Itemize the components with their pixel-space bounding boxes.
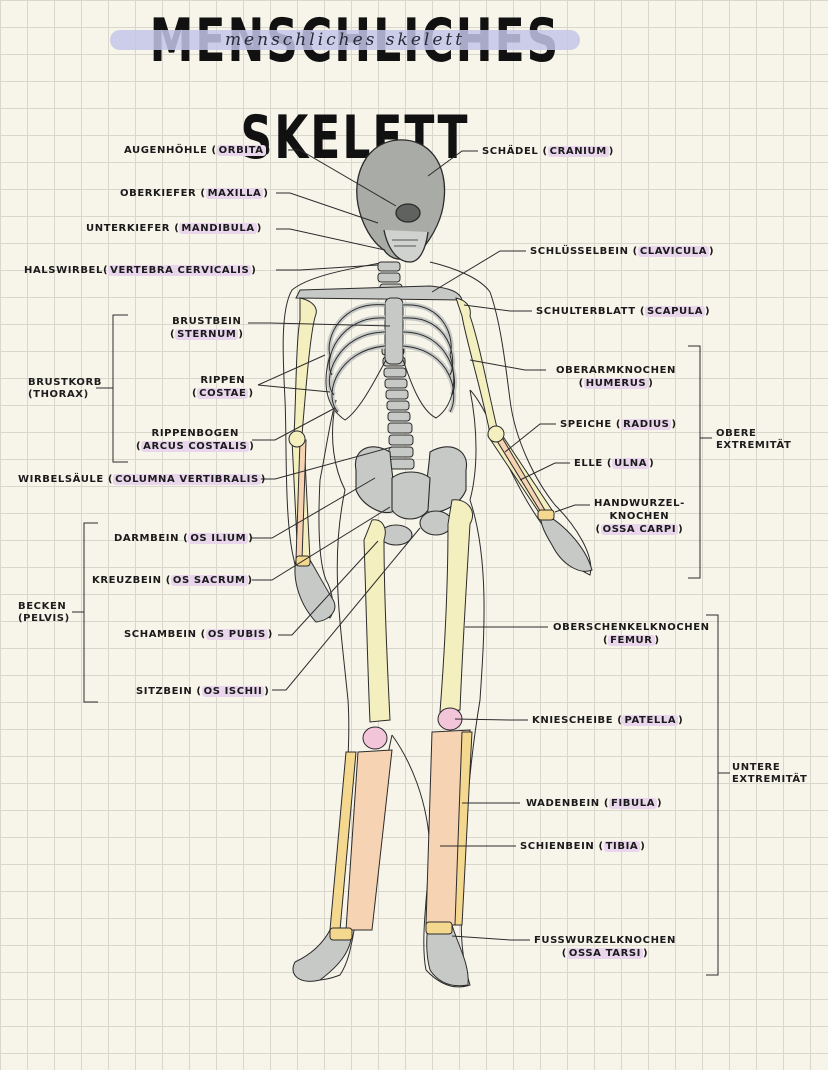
label-fibula: WADENBEIN (FIBULA): [526, 798, 663, 809]
label-tibia: SCHIENBEIN (TIBIA): [520, 841, 646, 852]
label-ischii: SITZBEIN (OS ISCHII): [136, 686, 270, 697]
group-brackets: [72, 314, 730, 976]
label-radius: SPEICHE (RADIUS): [560, 419, 677, 430]
label-carpi: HANDWURZEL-KNOCHEN(OSSA CARPI): [594, 498, 685, 535]
group-pelvis: BECKEN(PELVIS): [18, 601, 70, 624]
legs: [292, 499, 474, 987]
label-tarsi: FUSSWURZELKNOCHEN(OSSA TARSI): [534, 935, 676, 959]
orbita-shape: [395, 203, 421, 223]
rib-cage: [295, 285, 463, 421]
label-columna: WIRBELSÄULE (COLUMNA VERTIBRALIS): [18, 474, 266, 485]
label-ulna: ELLE (ULNA): [574, 458, 655, 469]
skull: [356, 139, 446, 263]
label-arcus: RIPPENBOGEN(ARCUS COSTALIS): [136, 428, 255, 452]
spine: [377, 261, 415, 470]
arms: [288, 297, 593, 623]
label-humerus: OBERARMKNOCHEN(HUMERUS): [556, 365, 676, 389]
label-clavicula: SCHLÜSSELBEIN (CLAVICULA): [530, 246, 715, 257]
page-subtitle: menschliches skelett: [110, 30, 580, 50]
label-costae: RIPPEN(COSTAE): [192, 375, 254, 399]
label-orbita: AUGENHÖHLE (ORBITA): [124, 145, 271, 156]
group-thorax: BRUSTKORB(THORAX): [28, 377, 102, 400]
label-scapula: SCHULTERBLATT (SCAPULA): [536, 306, 711, 317]
label-ilium: DARMBEIN (OS ILIUM): [114, 533, 254, 544]
label-cranium: SCHÄDEL (CRANIUM): [482, 146, 614, 157]
pelvis: [354, 446, 468, 546]
label-maxilla: OBERKIEFER (MAXILLA): [120, 188, 269, 199]
label-sternum: BRUSTBEIN(STERNUM): [170, 316, 244, 340]
label-patella: KNIESCHEIBE (PATELLA): [532, 715, 684, 726]
label-leader-lines: [248, 149, 590, 941]
patella-left: [362, 726, 388, 750]
label-pubis: SCHAMBEIN (OS PUBIS): [124, 629, 273, 640]
label-femur: OBERSCHENKELKNOCHEN(FEMUR): [553, 622, 710, 646]
label-mandibula: UNTERKIEFER (MANDIBULA): [86, 223, 262, 234]
label-cervicalis: HALSWIRBEL(VERTEBRA CERVICALIS): [24, 265, 257, 276]
label-sacrum: KREUZBEIN (OS SACRUM): [92, 575, 253, 586]
